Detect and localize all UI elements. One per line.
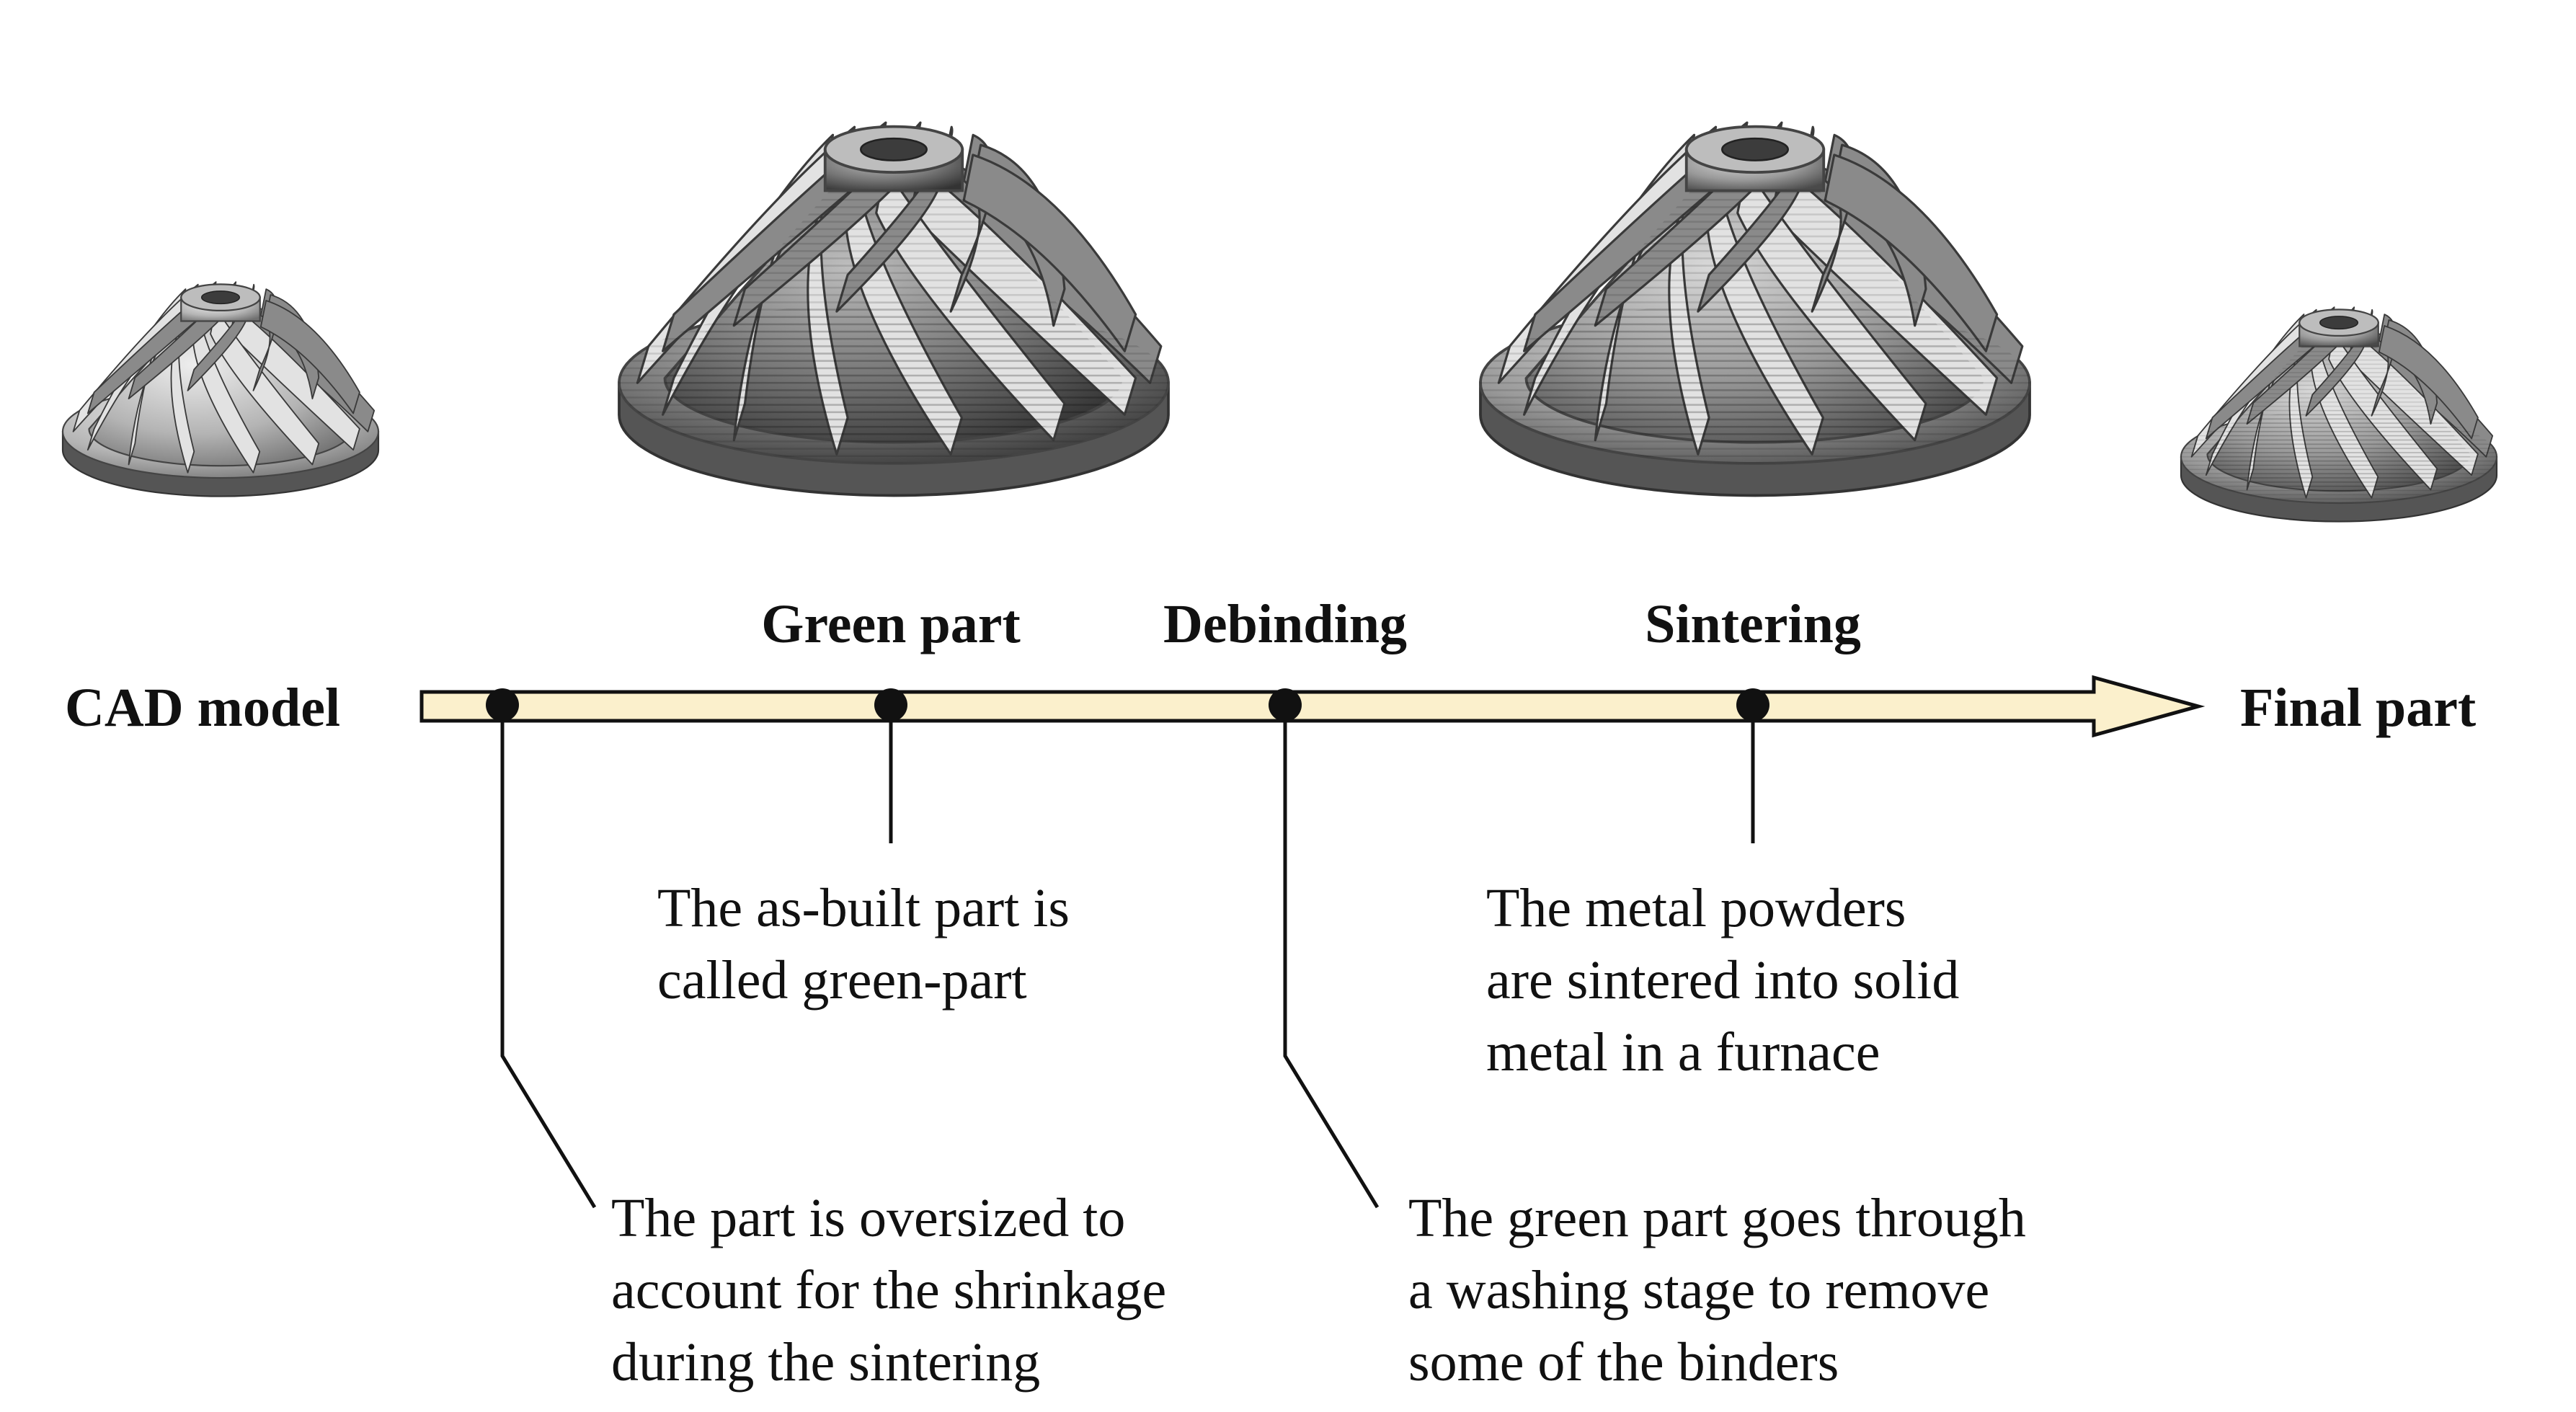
green-part-note-line-1: The as-built part is [657, 878, 1070, 938]
final-part-impeller [2180, 306, 2498, 523]
sintering-note-line-1: The metal powders [1486, 878, 1906, 938]
sintering-note: The metal powders are sintered into soli… [1486, 872, 1959, 1088]
green-part-note: The as-built part is called green-part [657, 872, 1070, 1016]
debinding-note: The green part goes through a washing st… [1408, 1182, 2026, 1398]
oversize-leader [500, 705, 597, 1209]
sintering-note-line-3: metal in a furnace [1486, 1022, 1880, 1083]
debinding-label: Debinding [1163, 594, 1407, 654]
timeline-arrow [419, 675, 2206, 738]
debinding-leader [1283, 705, 1380, 1209]
green-part-note-line-2: called green-part [657, 950, 1027, 1011]
oversize-note: The part is oversized to account for the… [611, 1182, 1166, 1398]
cad-model-label: CAD model [65, 678, 341, 738]
green-part-impeller [618, 121, 1170, 497]
green-part-label: Green part [761, 594, 1021, 654]
oversize-note-line-1: The part is oversized to [611, 1188, 1126, 1248]
oversize-note-line-3: during the sintering [611, 1332, 1041, 1393]
oversize-note-line-2: account for the shrinkage [611, 1260, 1167, 1320]
debinding-note-line-1: The green part goes through [1408, 1188, 2026, 1248]
sintering-note-line-2: are sintered into solid [1486, 950, 1960, 1011]
debinding-note-line-2: a washing stage to remove [1408, 1260, 1990, 1320]
final-part-label: Final part [2240, 678, 2477, 738]
sintering-label: Sintering [1645, 594, 1861, 654]
debinding-note-line-3: some of the binders [1408, 1332, 1839, 1393]
debinded-part-impeller [1479, 121, 2031, 497]
cad-model-impeller [61, 281, 380, 497]
